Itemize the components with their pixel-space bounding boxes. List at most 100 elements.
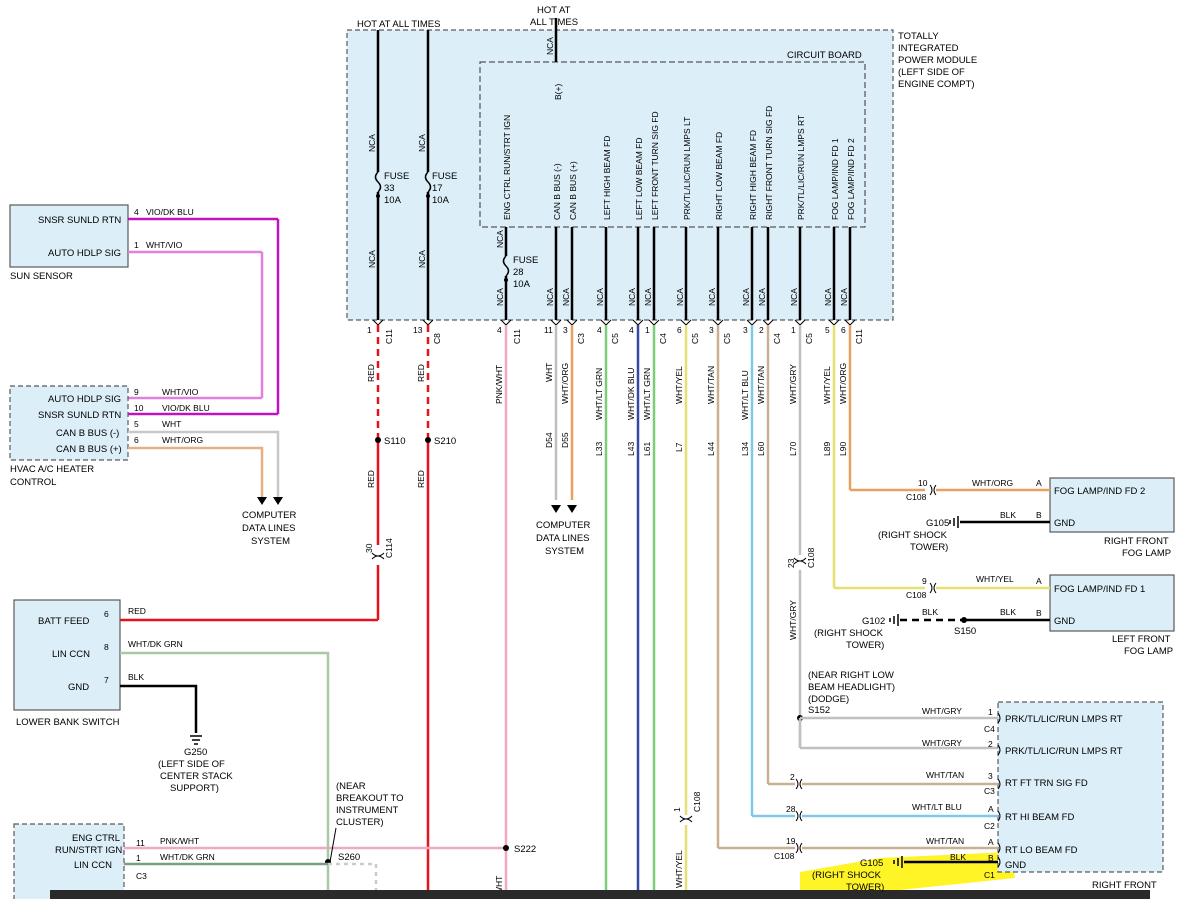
svg-text:10A: 10A xyxy=(384,195,402,206)
svg-text:NCA: NCA xyxy=(495,288,505,306)
svg-text:NCA: NCA xyxy=(707,288,717,306)
svg-text:WHT/ORG: WHT/ORG xyxy=(162,435,203,445)
near-breakout-label: (NEAR BREAKOUT TO INSTRUMENT CLUSTER) xyxy=(336,781,404,828)
svg-text:L70: L70 xyxy=(788,442,798,456)
hvac-can-plus xyxy=(128,446,264,500)
svg-text:GND: GND xyxy=(1054,616,1075,627)
computer-data-lines-center: COMPUTER DATA LINES SYSTEM xyxy=(536,520,591,557)
svg-text:ENG CTRL RUN/STRT IGN: ENG CTRL RUN/STRT IGN xyxy=(502,115,512,220)
svg-text:ENGINE COMPT): ENGINE COMPT) xyxy=(898,79,975,90)
tipm-title: TOTALLY INTEGRATED POWER MODULE (LEFT SI… xyxy=(898,31,977,90)
svg-text:23: 23 xyxy=(786,558,796,568)
svg-text:NCA: NCA xyxy=(789,288,799,306)
svg-text:9: 9 xyxy=(134,387,139,397)
svg-text:CAN B BUS (+): CAN B BUS (+) xyxy=(568,161,578,220)
svg-text:C3: C3 xyxy=(136,871,147,881)
wire-red-2: RED xyxy=(366,470,376,488)
svg-text:NCA: NCA xyxy=(367,134,377,152)
svg-text:3: 3 xyxy=(563,325,568,335)
svg-text:(DODGE): (DODGE) xyxy=(808,694,849,705)
svg-text:BREAKOUT TO: BREAKOUT TO xyxy=(336,793,404,804)
svg-text:RT HI BEAM FD: RT HI BEAM FD xyxy=(1005,812,1074,823)
hot-label-2a: HOT AT xyxy=(537,5,571,16)
svg-text:TOWER): TOWER) xyxy=(846,882,884,893)
svg-text:LEFT HIGH BEAM FD: LEFT HIGH BEAM FD xyxy=(602,136,612,220)
hot-label-1: HOT AT ALL TIMES xyxy=(357,19,440,30)
svg-text:WHT/TAN: WHT/TAN xyxy=(926,770,964,780)
svg-text:TOWER): TOWER) xyxy=(910,542,948,553)
nca-labels: NCA NCA NCA NCA NCA NCA NCA NCA NCA NCA … xyxy=(367,37,849,306)
svg-text:RIGHT HIGH BEAM FD: RIGHT HIGH BEAM FD xyxy=(748,130,758,220)
svg-text:ENG CTRL: ENG CTRL xyxy=(72,833,120,844)
svg-text:L61: L61 xyxy=(642,442,652,456)
svg-text:LEFT LOW BEAM FD: LEFT LOW BEAM FD xyxy=(634,138,644,221)
svg-text:RT LO BEAM FD: RT LO BEAM FD xyxy=(1005,845,1078,856)
svg-text:7: 7 xyxy=(104,675,109,685)
svg-text:A: A xyxy=(1036,576,1042,586)
g250-ground-icon xyxy=(190,735,202,745)
svg-text:PRK/TL/LIC/RUN LMPS RT: PRK/TL/LIC/RUN LMPS RT xyxy=(796,115,806,220)
svg-text:NCA: NCA xyxy=(417,250,427,268)
svg-text:4: 4 xyxy=(134,207,139,217)
vertical-wire-labels: WHT/LT GRN WHT/DK BLU WHT/LT GRN WHT/YEL… xyxy=(594,363,848,888)
svg-text:C5: C5 xyxy=(690,333,700,344)
svg-text:C11: C11 xyxy=(512,329,522,344)
c108-vertical-connector: 23 C108 xyxy=(786,547,816,568)
svg-text:C5: C5 xyxy=(610,333,620,344)
svg-text:C3: C3 xyxy=(984,786,995,796)
svg-text:28: 28 xyxy=(513,267,524,278)
svg-text:11: 11 xyxy=(544,325,553,335)
svg-text:2: 2 xyxy=(988,739,993,749)
g105-ground-icon xyxy=(949,516,959,528)
svg-text:L7: L7 xyxy=(674,442,684,452)
svg-text:WHT: WHT xyxy=(162,419,181,429)
svg-text:SNSR SUNLD RTN: SNSR SUNLD RTN xyxy=(38,410,121,421)
svg-text:CAN B BUS (+): CAN B BUS (+) xyxy=(56,444,122,455)
svg-text:B: B xyxy=(1036,608,1042,618)
svg-text:1: 1 xyxy=(988,707,993,717)
g250-label: G250 (LEFT SIDE OF CENTER STACK SUPPORT) xyxy=(158,747,233,794)
svg-text:3: 3 xyxy=(743,325,748,335)
svg-text:NCA: NCA xyxy=(545,288,555,306)
g105-label-bottom: G105 (RIGHT SHOCK TOWER) xyxy=(812,858,884,893)
svg-text:17: 17 xyxy=(432,183,443,194)
svg-text:L33: L33 xyxy=(594,442,604,456)
svg-text:C5: C5 xyxy=(722,333,732,344)
svg-text:NCA: NCA xyxy=(839,288,849,306)
svg-text:6: 6 xyxy=(104,609,109,619)
fuse-28: FUSE 28 10A xyxy=(500,255,538,290)
svg-text:L44: L44 xyxy=(706,442,716,456)
fog2-connector xyxy=(929,484,937,496)
svg-text:BLK: BLK xyxy=(1000,510,1016,520)
svg-text:WHT/ORG: WHT/ORG xyxy=(972,478,1013,488)
wire-red-1: RED xyxy=(366,364,376,382)
svg-text:A: A xyxy=(988,804,994,814)
svg-text:SYSTEM: SYSTEM xyxy=(545,546,584,557)
svg-text:CENTER STACK: CENTER STACK xyxy=(160,771,233,782)
svg-text:5: 5 xyxy=(825,325,830,335)
svg-text:FOG LAMP/IND FD 1: FOG LAMP/IND FD 1 xyxy=(830,138,840,220)
svg-text:WHT/GRY: WHT/GRY xyxy=(788,600,798,640)
svg-text:(NEAR: (NEAR xyxy=(336,781,366,792)
svg-text:WHT/GRY: WHT/GRY xyxy=(922,706,962,716)
splice-s150-dot xyxy=(961,617,967,623)
cid-d55: D55 xyxy=(560,432,570,448)
c114-connector: 30 C114 xyxy=(364,538,394,560)
svg-text:WHT/TAN: WHT/TAN xyxy=(706,366,716,404)
svg-text:FUSE: FUSE xyxy=(432,171,457,182)
svg-text:WHT/GRY: WHT/GRY xyxy=(922,738,962,748)
tipm-connector-labels: C11 C8 C11 C3 C5 C4 C5 C5 C4 C5 C11 xyxy=(384,329,864,344)
svg-text:1: 1 xyxy=(672,807,682,812)
svg-text:G105: G105 xyxy=(860,858,883,869)
svg-text:PRK/TL/LIC/RUN LMPS RT: PRK/TL/LIC/RUN LMPS RT xyxy=(1005,746,1123,757)
circuit-labels: B(+) ENG CTRL RUN/STRT IGN CAN B BUS (-)… xyxy=(502,84,856,220)
svg-text:NCA: NCA xyxy=(561,288,571,306)
svg-text:10: 10 xyxy=(134,403,144,413)
svg-text:1: 1 xyxy=(136,853,141,863)
svg-text:WHT/DK GRN: WHT/DK GRN xyxy=(160,852,215,862)
svg-text:CAN B BUS (-): CAN B BUS (-) xyxy=(56,428,119,439)
svg-text:WHT/YEL: WHT/YEL xyxy=(674,850,684,888)
svg-text:COMPUTER: COMPUTER xyxy=(242,510,297,521)
svg-text:8: 8 xyxy=(104,642,109,652)
svg-text:6: 6 xyxy=(134,435,139,445)
